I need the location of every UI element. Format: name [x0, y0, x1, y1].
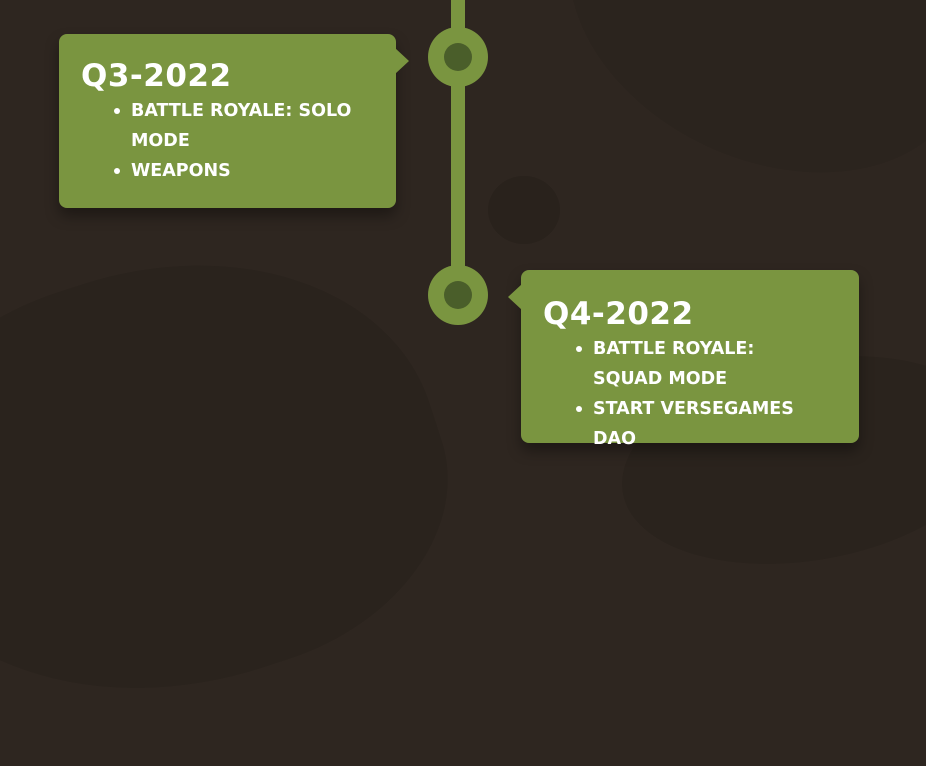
- timeline-node-dot: [444, 281, 472, 309]
- background-shape: [488, 176, 560, 244]
- milestone-title: Q4-2022: [543, 296, 694, 332]
- milestone-card-q4-2022: Q4-2022 BATTLE ROYALE: SQUAD MODE START …: [508, 270, 859, 449]
- timeline-node: [428, 265, 488, 325]
- background-shape: [516, 0, 926, 235]
- timeline-node-dot: [444, 43, 472, 71]
- timeline-node: [428, 27, 488, 87]
- milestone-item: START VERSEGAMES DAO: [576, 394, 839, 454]
- milestone-title: Q3-2022: [81, 58, 232, 94]
- milestone-item: WEAPONS: [114, 156, 376, 186]
- background-shape: [0, 193, 492, 766]
- milestone-item: BATTLE ROYALE: SQUAD MODE: [576, 334, 839, 394]
- milestone-list: BATTLE ROYALE: SOLO MODE WEAPONS: [81, 96, 376, 186]
- milestone-list: BATTLE ROYALE: SQUAD MODE START VERSEGAM…: [543, 334, 839, 454]
- milestone-card-q3-2022: Q3-2022 BATTLE ROYALE: SOLO MODE WEAPONS: [59, 34, 409, 208]
- milestone-item: BATTLE ROYALE: SOLO MODE: [114, 96, 376, 156]
